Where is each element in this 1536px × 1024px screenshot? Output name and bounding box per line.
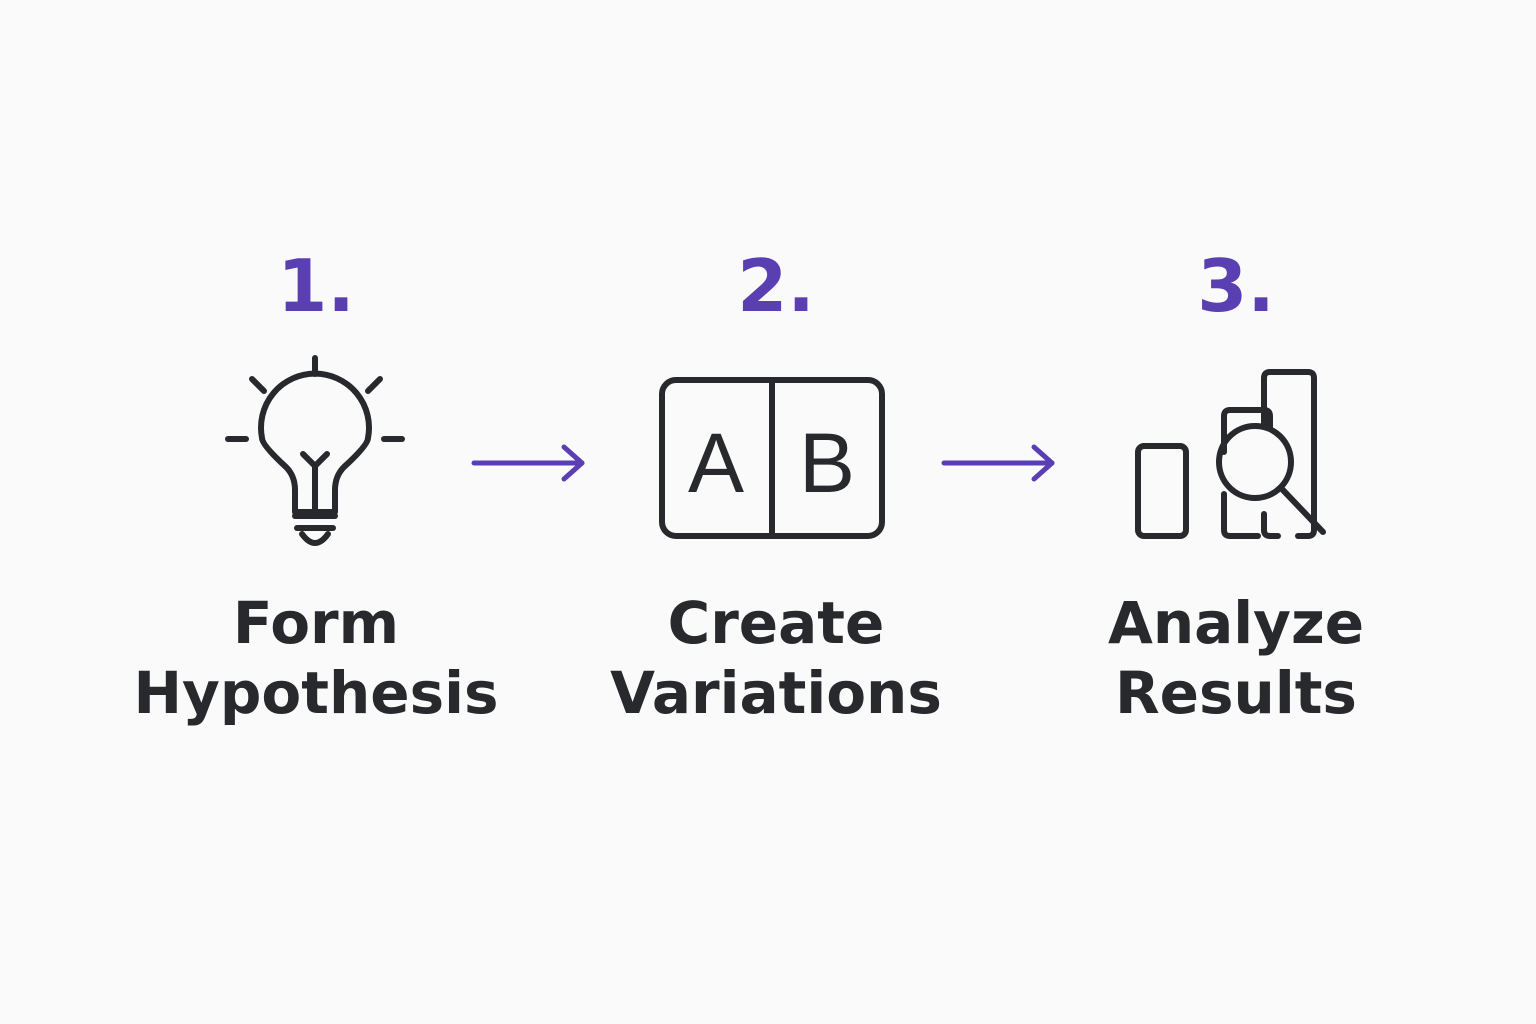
step-1-label: Form Hypothesis [106, 588, 526, 728]
step-1-number: 1. [277, 244, 355, 328]
ab-split-letter-b: B [799, 416, 855, 510]
step-2-label-line1: Create [667, 589, 885, 657]
step-1-label-line1: Form [232, 589, 400, 657]
step-2-label-line2: Variations [610, 659, 942, 727]
ab-split-icon: A B [659, 377, 885, 539]
arrow-right-icon [941, 444, 1055, 482]
step-3-label-line2: Results [1115, 659, 1357, 727]
arrow-right-icon [471, 444, 585, 482]
bar-chart-magnifier-icon [1135, 369, 1326, 539]
step-2-label: Create Variations [566, 588, 986, 728]
step-3-label-line1: Analyze [1107, 589, 1365, 657]
step-3-number: 3. [1197, 244, 1275, 328]
lightbulb-icon [225, 355, 405, 546]
step-1-label-line2: Hypothesis [133, 659, 499, 727]
step-2-number: 2. [737, 244, 815, 328]
step-3-label: Analyze Results [1026, 588, 1446, 728]
ab-split-letter-a: A [688, 416, 744, 510]
